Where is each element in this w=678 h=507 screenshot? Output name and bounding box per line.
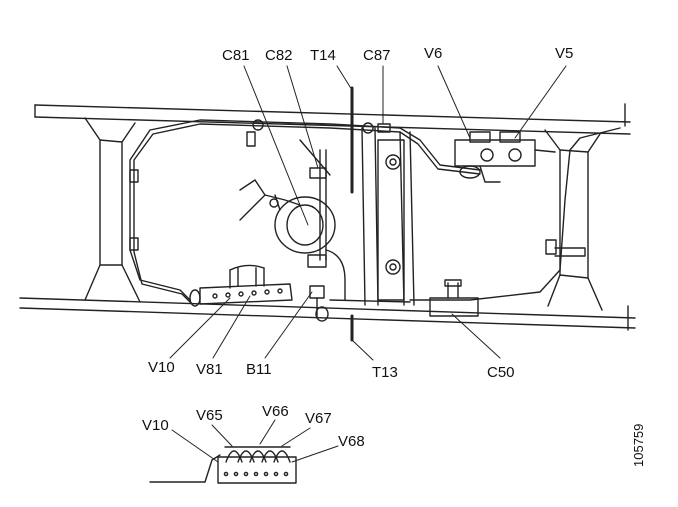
leader-lines: [169, 65, 567, 361]
label-c87: C87: [363, 47, 391, 64]
label-detail-v10: V10: [142, 417, 169, 434]
label-v6: V6: [424, 45, 443, 62]
label-c50: C50: [487, 364, 515, 381]
label-v68: V68: [338, 433, 365, 450]
detail-inset: [149, 419, 339, 484]
label-b11: B11: [246, 361, 272, 378]
wiring-harness: [129, 86, 621, 342]
label-v81: V81: [196, 361, 223, 378]
chassis-frame: [19, 103, 636, 331]
label-t14: T14: [310, 47, 336, 64]
label-c81: C81: [222, 47, 250, 64]
label-v5: V5: [555, 45, 574, 62]
label-c82: C82: [265, 47, 293, 64]
label-v67: V67: [305, 410, 332, 427]
reference-number: 105759: [631, 423, 646, 467]
label-v66: V66: [262, 403, 289, 420]
label-v65: V65: [196, 407, 223, 424]
label-t13: T13: [372, 364, 398, 381]
label-v10: V10: [148, 359, 175, 376]
